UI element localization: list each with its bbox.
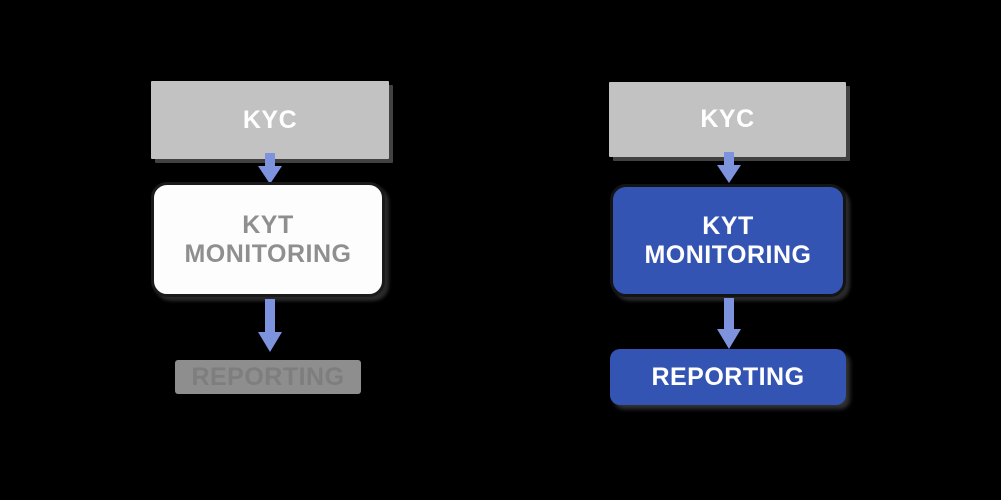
node-left-kyc[interactable]: KYC [151,81,389,159]
node-right-kyt-monitoring[interactable]: KYT MONITORING [610,184,846,297]
node-left-reporting-label: REPORTING [191,362,345,391]
left-arrow-kyt-to-reporting [251,299,289,357]
node-left-kyc-label: KYC [242,105,298,134]
node-right-reporting[interactable]: REPORTING [610,349,846,405]
right-arrow-kyt-to-reporting [710,298,748,354]
node-left-kyt-monitoring[interactable]: KYT MONITORING [151,182,385,297]
node-right-kyc[interactable]: KYC [609,82,846,157]
node-right-kyc-label: KYC [700,105,755,134]
right-arrow-kyc-to-kyt [710,152,748,186]
node-right-reporting-label: REPORTING [651,362,805,391]
node-left-reporting[interactable]: REPORTING [175,360,361,394]
node-left-kyt-monitoring-label: KYT MONITORING [184,210,352,268]
node-right-kyt-monitoring-label: KYT MONITORING [644,211,812,269]
